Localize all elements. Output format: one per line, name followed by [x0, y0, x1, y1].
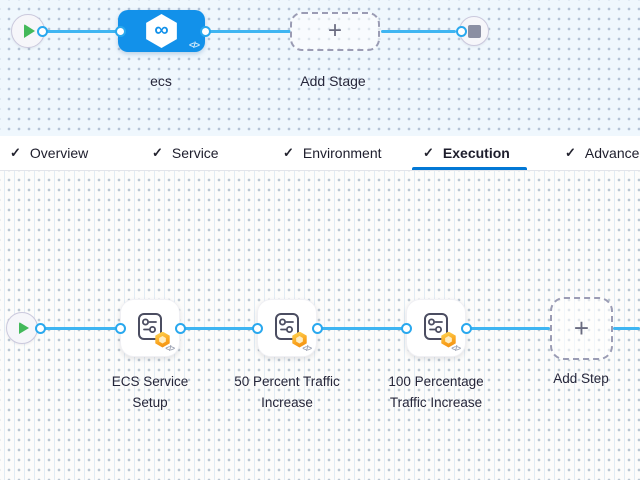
- ecs-step-icon: [421, 312, 456, 348]
- check-icon: ✓: [423, 145, 434, 160]
- edge-connector: [613, 326, 640, 330]
- check-icon: ✓: [10, 145, 21, 160]
- orange-hexagon-badge: [292, 331, 307, 348]
- edge-connector: [42, 29, 120, 33]
- stage-node-ecs[interactable]: ∞ </>: [118, 10, 205, 52]
- step-node-ecs-service-setup[interactable]: </>: [120, 299, 180, 357]
- infinity-glyph: ∞: [154, 19, 169, 41]
- code-toggle-icon[interactable]: </>: [165, 344, 175, 353]
- node-port[interactable]: [174, 322, 186, 334]
- node-port[interactable]: [311, 322, 323, 334]
- edge-connector: [381, 29, 456, 33]
- execution-start-node[interactable]: [6, 312, 38, 344]
- step-label: ECS Service Setup: [111, 374, 189, 410]
- plus-icon: +: [573, 312, 590, 343]
- step-label: 100 Percentage Traffic Increase: [388, 374, 484, 410]
- node-port[interactable]: [199, 25, 211, 37]
- tab-label: Execution: [442, 145, 510, 161]
- stop-icon: [467, 24, 481, 38]
- code-toggle-icon[interactable]: </>: [451, 344, 461, 353]
- plus-icon: +: [327, 16, 342, 44]
- code-toggle-icon[interactable]: </>: [302, 344, 312, 353]
- edge-connector: [317, 326, 406, 330]
- tab-overview[interactable]: ✓ Overview: [10, 136, 88, 170]
- step-label: 50 Percent Traffic Increase: [234, 374, 340, 410]
- tab-environment[interactable]: ✓ Environment: [283, 136, 382, 170]
- node-port[interactable]: [400, 322, 412, 334]
- tab-label: Overview: [29, 145, 89, 161]
- ecs-step-icon: [272, 312, 307, 348]
- tab-service[interactable]: ✓ Service: [152, 136, 219, 170]
- check-icon: ✓: [152, 145, 163, 160]
- stage-config-tabbar: ✓ Overview ✓ Service ✓ Environment ✓ Exe…: [0, 136, 640, 171]
- execution-graph-canvas[interactable]: </> ECS Service Setup </> 50 Percent Tra…: [0, 171, 640, 480]
- edge-connector: [40, 326, 120, 330]
- add-step-label: Add Step: [553, 371, 609, 386]
- node-port[interactable]: [460, 322, 472, 334]
- ecs-step-icon: [135, 312, 170, 348]
- check-icon: ✓: [283, 145, 294, 160]
- orange-hexagon-badge: [155, 331, 170, 348]
- tab-execution[interactable]: ✓ Execution: [412, 136, 527, 170]
- tab-label: Service: [171, 145, 219, 161]
- harness-cd-icon: ∞: [146, 14, 177, 48]
- step-node-50-percent[interactable]: </>: [257, 299, 317, 357]
- stage-label: ecs: [150, 73, 172, 89]
- node-port[interactable]: [114, 25, 126, 37]
- active-tab-underline: [412, 167, 527, 170]
- code-toggle-icon[interactable]: </>: [188, 40, 200, 50]
- step-node-100-percentage[interactable]: </>: [406, 299, 466, 357]
- add-stage-label: Add Stage: [300, 73, 366, 89]
- node-port[interactable]: [251, 322, 263, 334]
- play-icon: [24, 24, 35, 38]
- edge-connector: [205, 29, 291, 33]
- orange-hexagon-badge: [441, 331, 456, 348]
- node-port[interactable]: [36, 25, 48, 37]
- edge-connector: [180, 326, 257, 330]
- tab-label: Advanced: [584, 145, 640, 161]
- node-port[interactable]: [114, 322, 126, 334]
- add-step-button[interactable]: +: [550, 297, 613, 360]
- tab-label: Environment: [302, 145, 382, 161]
- play-icon: [18, 322, 29, 334]
- check-icon: ✓: [565, 145, 576, 160]
- edge-connector: [466, 326, 550, 330]
- add-stage-button[interactable]: +: [290, 12, 380, 51]
- node-port[interactable]: [455, 25, 467, 37]
- stage-graph-canvas[interactable]: ∞ </> ecs + Add Stage: [0, 0, 640, 136]
- tab-advanced[interactable]: ✓ Advanced: [565, 136, 640, 170]
- node-port[interactable]: [34, 322, 46, 334]
